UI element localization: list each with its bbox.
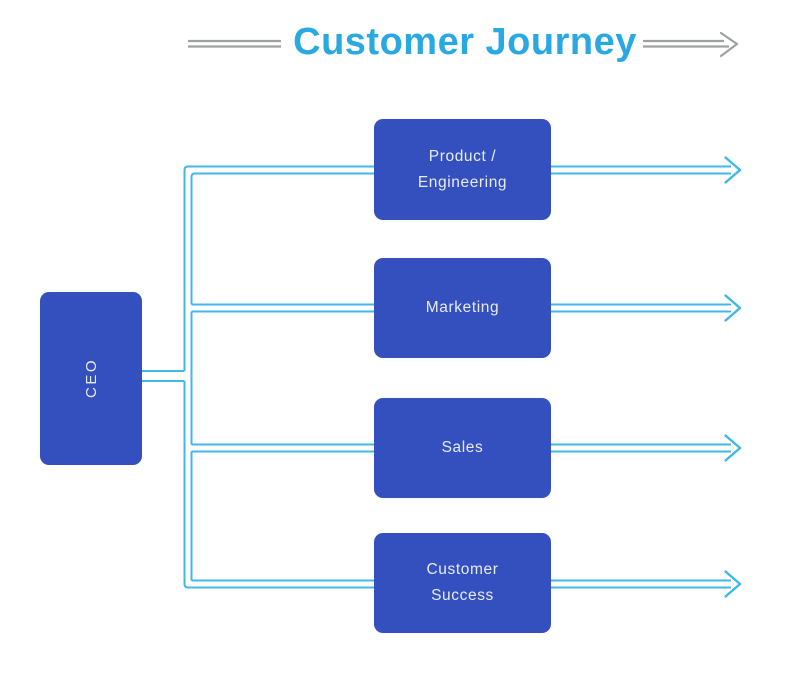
arrow-right-icon: [724, 294, 742, 322]
node-ceo: CEO: [40, 292, 142, 465]
node-label: Product /: [428, 147, 497, 165]
node-label: Customer: [426, 561, 499, 578]
node-label: Marketing: [425, 299, 500, 316]
node-label: Sales: [441, 439, 484, 456]
title-arrow-right-icon: [643, 31, 739, 58]
node-customer-success: Customer Success: [374, 533, 551, 633]
arrow-right-icon: [724, 434, 742, 462]
node-sales: Sales: [374, 398, 551, 498]
node-label: Success: [431, 587, 494, 604]
page-title: Customer Journey: [293, 21, 637, 63]
arrow-right-icon: [724, 156, 742, 184]
title-left-line: [188, 39, 281, 48]
node-label: CEO: [82, 358, 100, 399]
arrow-right-icon: [724, 570, 742, 598]
node-marketing: Marketing: [374, 258, 551, 358]
node-product-engineering: Product / Engineering: [374, 119, 551, 220]
ceo-connector: [140, 370, 185, 382]
node-label: Engineering: [417, 173, 508, 191]
org-pipes: [140, 165, 731, 589]
branch-arrowhead-icons: [724, 156, 742, 598]
